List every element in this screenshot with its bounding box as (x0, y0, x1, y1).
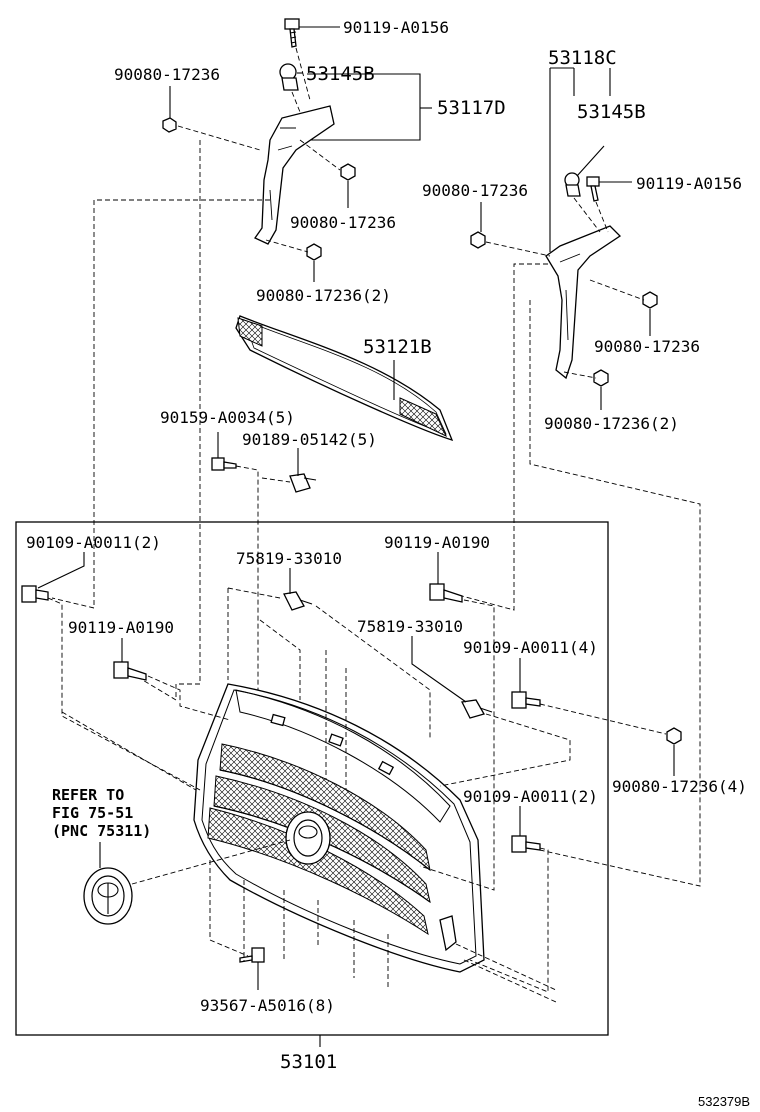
bolt-icon (511, 835, 541, 853)
clip-icon (564, 172, 581, 197)
part-label-90080-17236-2: 90080-17236(2) (256, 286, 391, 305)
assembly-box (15, 521, 609, 1036)
part-label-90189-05142: 90189-05142(5) (242, 430, 377, 449)
part-label-53101: 53101 (280, 1051, 337, 1073)
part-label-90080-17236: 90080-17236 (290, 213, 396, 232)
part-label-90109-a0011-2: 90109-A0011(2) (26, 533, 161, 552)
nut-icon (593, 369, 609, 387)
nut-icon (470, 231, 486, 249)
mesh-panel-53121b (235, 315, 454, 442)
clip-icon (289, 473, 317, 493)
part-label-90109-a0011-2: 90109-A0011(2) (463, 787, 598, 806)
right-bracket-group (461, 67, 701, 887)
clip-icon (461, 699, 493, 719)
part-label-53118c: 53118C (548, 47, 617, 69)
part-label-90159-a0034: 90159-A0034(5) (160, 408, 295, 427)
bolt-icon (511, 691, 541, 709)
reference-note-line2: FIG 75-51 (52, 804, 133, 822)
nut-icon (340, 163, 356, 181)
reference-note-line1: REFER TO (52, 786, 124, 804)
part-label-90119-a0156: 90119-A0156 (343, 18, 449, 37)
nut-icon (306, 243, 322, 261)
bolt-icon (21, 585, 49, 603)
part-label-90119-a0190: 90119-A0190 (68, 618, 174, 637)
screw-icon (586, 176, 600, 202)
part-label-90119-a0156: 90119-A0156 (636, 174, 742, 193)
clip-icon (283, 591, 313, 611)
part-label-93567-a5016: 93567-A5016(8) (200, 996, 335, 1015)
part-label-90080-17236: 90080-17236 (114, 65, 220, 84)
clip-icon (211, 457, 237, 471)
part-label-53145b: 53145B (577, 101, 646, 123)
nut-icon (162, 117, 177, 133)
bracket-53118c (545, 225, 622, 380)
clip-icon (279, 63, 299, 91)
bolt-icon (113, 661, 147, 681)
part-label-53145b: 53145B (306, 63, 375, 85)
screw-icon (239, 947, 265, 963)
part-label-75819-33010: 75819-33010 (236, 549, 342, 568)
part-label-90109-a0011-4: 90109-A0011(4) (463, 638, 598, 657)
screw-icon (284, 18, 300, 48)
left-bracket-group (51, 18, 432, 701)
part-label-90080-17236-4: 90080-17236(4) (612, 777, 747, 796)
nut-icon (642, 291, 658, 309)
drawing-code: 532379B (698, 1094, 750, 1109)
bolt-icon (429, 583, 463, 603)
reference-note-line3: (PNC 75311) (52, 822, 151, 840)
part-label-90080-17236: 90080-17236 (422, 181, 528, 200)
part-label-90119-a0190: 90119-A0190 (384, 533, 490, 552)
part-label-90080-17236: 90080-17236 (594, 337, 700, 356)
bracket-53117d (254, 105, 335, 245)
part-label-53117d: 53117D (437, 97, 506, 119)
part-label-75819-33010: 75819-33010 (357, 617, 463, 636)
nut-icon (666, 727, 682, 745)
part-label-53121b: 53121B (363, 336, 432, 358)
toyota-emblem-loose-icon (83, 867, 133, 925)
grille-53101 (193, 683, 485, 973)
part-label-90080-17236-2: 90080-17236(2) (544, 414, 679, 433)
